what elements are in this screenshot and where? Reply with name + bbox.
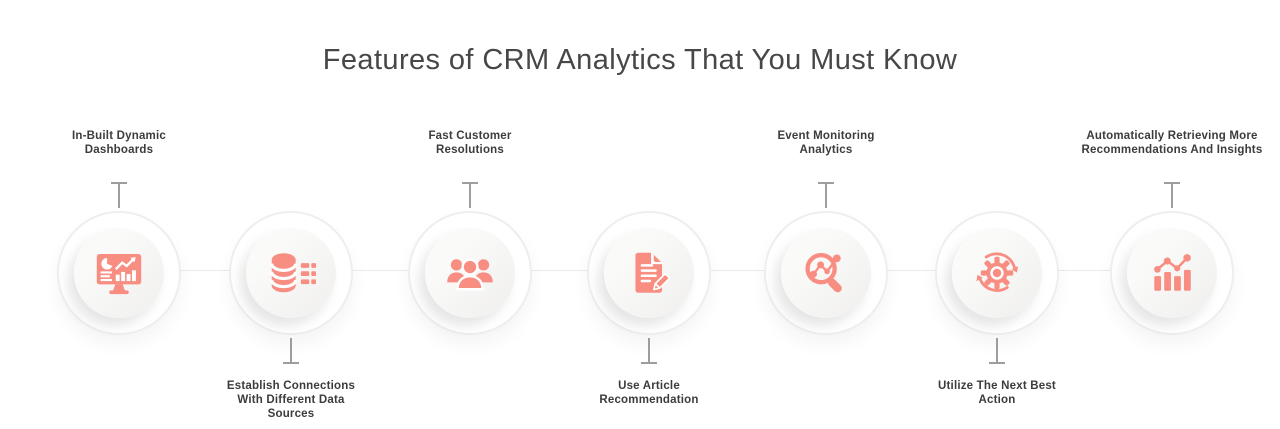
feature-circle — [587, 211, 711, 335]
connector-tick — [111, 182, 127, 208]
feature-label: In-Built Dynamic Dashboards — [72, 130, 166, 156]
connector-tick — [989, 338, 1005, 364]
feature-item-article-recommendation: Use Article Recommendation — [539, 0, 759, 429]
connector-tick — [1164, 182, 1180, 208]
feature-item-customer-resolutions: Fast Customer Resolutions — [360, 0, 580, 429]
feature-item-recommendations-insights: Automatically Retrieving More Recommenda… — [1062, 0, 1280, 429]
feature-item-next-best-action: Utilize The Next Best Action — [887, 0, 1107, 429]
feature-item-dashboards: In-Built Dynamic Dashboards — [9, 0, 229, 429]
connector-tick — [818, 182, 834, 208]
feature-circle — [408, 211, 532, 335]
feature-circle — [57, 211, 181, 335]
feature-circle — [764, 211, 888, 335]
customers-group-icon — [447, 258, 493, 291]
connector-tick — [641, 338, 657, 364]
connector-tick — [283, 338, 299, 364]
feature-label: Event Monitoring Analytics — [777, 130, 875, 156]
feature-label: Fast Customer Resolutions — [428, 130, 512, 156]
page-title: Features of CRM Analytics That You Must … — [322, 44, 958, 77]
feature-circle — [1110, 211, 1234, 335]
feature-item-event-monitoring: Event Monitoring Analytics — [716, 0, 936, 429]
feature-label: Automatically Retrieving More Recommenda… — [1081, 130, 1263, 156]
feature-label: Use Article Recommendation — [599, 380, 699, 406]
article-edit-icon — [635, 251, 670, 293]
feature-circle — [229, 211, 353, 335]
connector-tick — [462, 182, 478, 208]
bar-chart-trend-icon — [1154, 254, 1191, 291]
feature-circle — [935, 211, 1059, 335]
magnifier-analytics-icon — [805, 252, 842, 293]
gear-sync-icon — [976, 252, 1019, 292]
dashboard-monitor-icon — [96, 254, 142, 295]
feature-label: Utilize The Next Best Action — [938, 380, 1056, 406]
feature-label: Establish Connections With Different Dat… — [226, 380, 356, 420]
database-icon — [270, 253, 316, 293]
feature-item-data-sources: Establish Connections With Different Dat… — [181, 0, 401, 429]
